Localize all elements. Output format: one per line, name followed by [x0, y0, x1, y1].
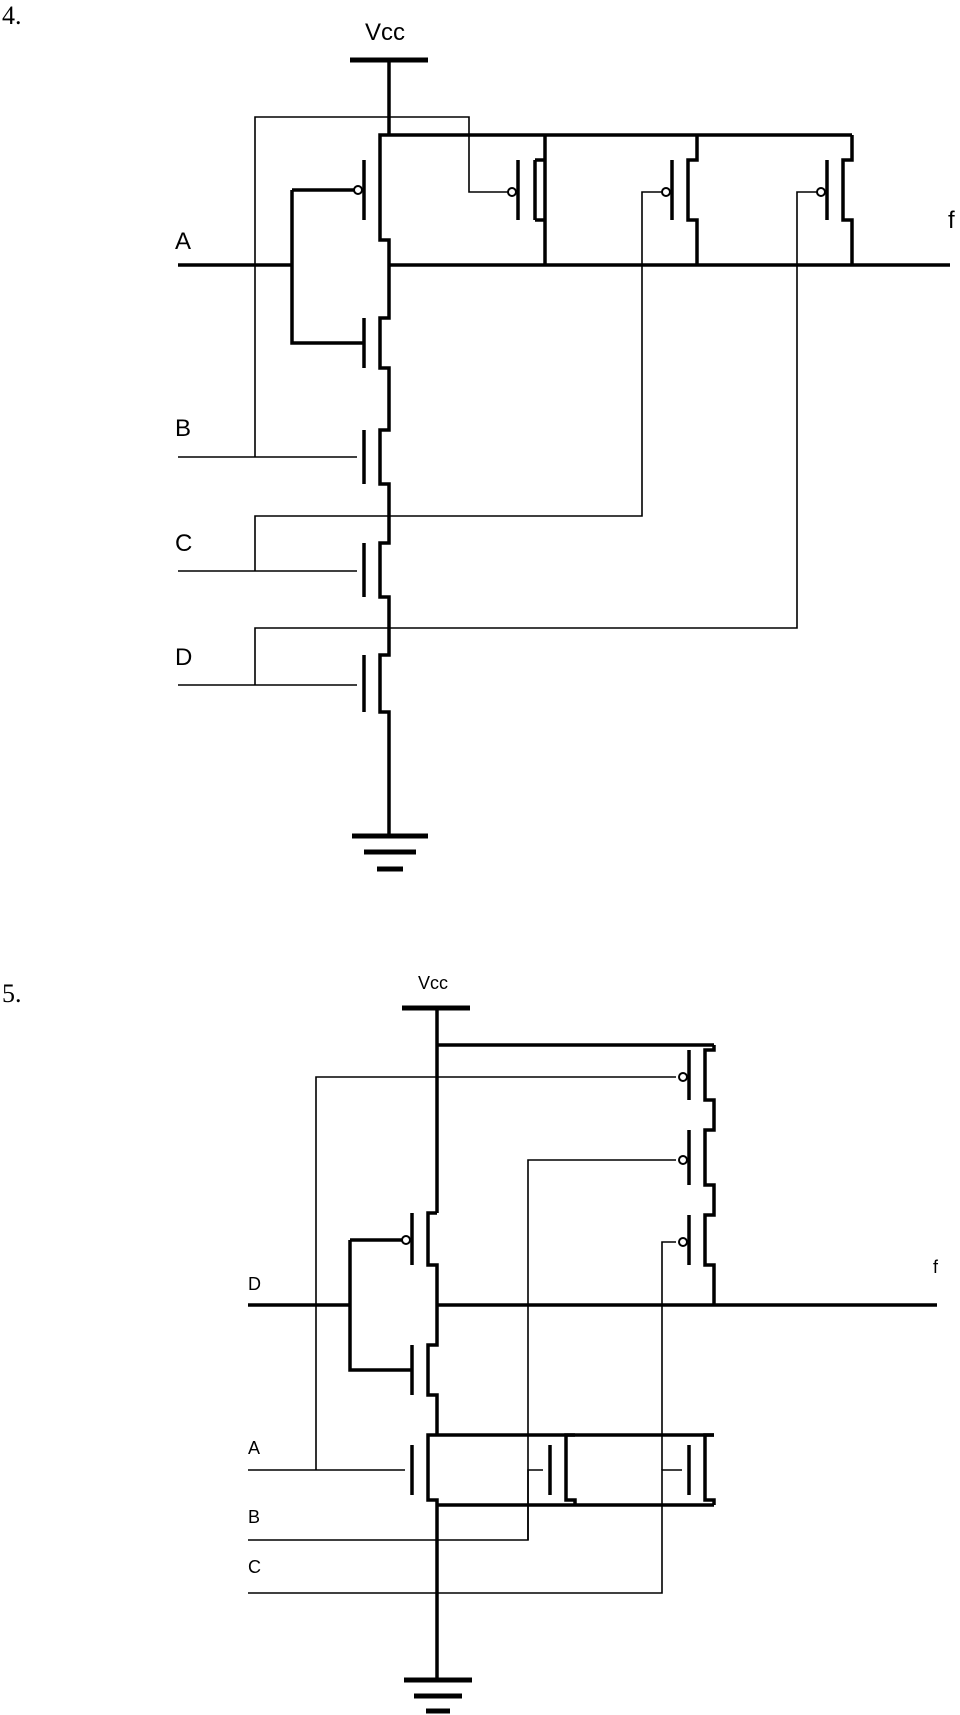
- problem-5-ground-icon: [404, 1677, 472, 1714]
- problem-4-ground-icon: [352, 833, 428, 872]
- problem-4-pmos-b: [507, 135, 547, 265]
- problem-4-vcc-rail: [350, 57, 852, 137]
- problem-5-vcc-label: Vcc: [418, 973, 448, 993]
- problem-5-pmos-series: [678, 1045, 716, 1305]
- problem-5-number: 5.: [2, 979, 22, 1008]
- problem-5-input-b-label: B: [248, 1507, 260, 1527]
- problem-5-output-label: f: [933, 1257, 939, 1277]
- problem-5-input-wiring: [248, 1076, 682, 1594]
- problem-4-number: 4.: [2, 1, 22, 30]
- problem-4-pmos-d: [816, 135, 854, 265]
- problem-5-input-a-label: A: [248, 1438, 260, 1458]
- problem-4-output-label: f: [948, 207, 955, 234]
- problem-4-circuit: 4. Vcc A B C D f: [2, 1, 955, 872]
- problem-5-circuit: 5. Vcc D A B C f: [2, 973, 939, 1714]
- problem-5-vcc-rail: [402, 1005, 714, 1213]
- problem-4-vcc-label: Vcc: [365, 19, 405, 46]
- problem-5-input-d-label: D: [248, 1274, 261, 1294]
- problem-5-nmos-parallel: [410, 1433, 716, 1680]
- problem-4-nmos-stack: [362, 265, 391, 835]
- problem-4-input-c-label: C: [175, 530, 192, 557]
- problem-4-input-b-label: B: [175, 415, 191, 442]
- problem-4-input-a-label: A: [175, 228, 191, 255]
- problem-5-input-c-label: C: [248, 1557, 261, 1577]
- problem-4-pmos-c: [661, 135, 699, 265]
- problem-4-a-gate-bus: [290, 190, 364, 345]
- problem-4-input-d-label: D: [175, 644, 192, 671]
- problem-5-d-transistors: [248, 1211, 439, 1435]
- problem-4-input-wiring: [178, 116, 817, 686]
- problem-4-pmos-a: [292, 133, 391, 265]
